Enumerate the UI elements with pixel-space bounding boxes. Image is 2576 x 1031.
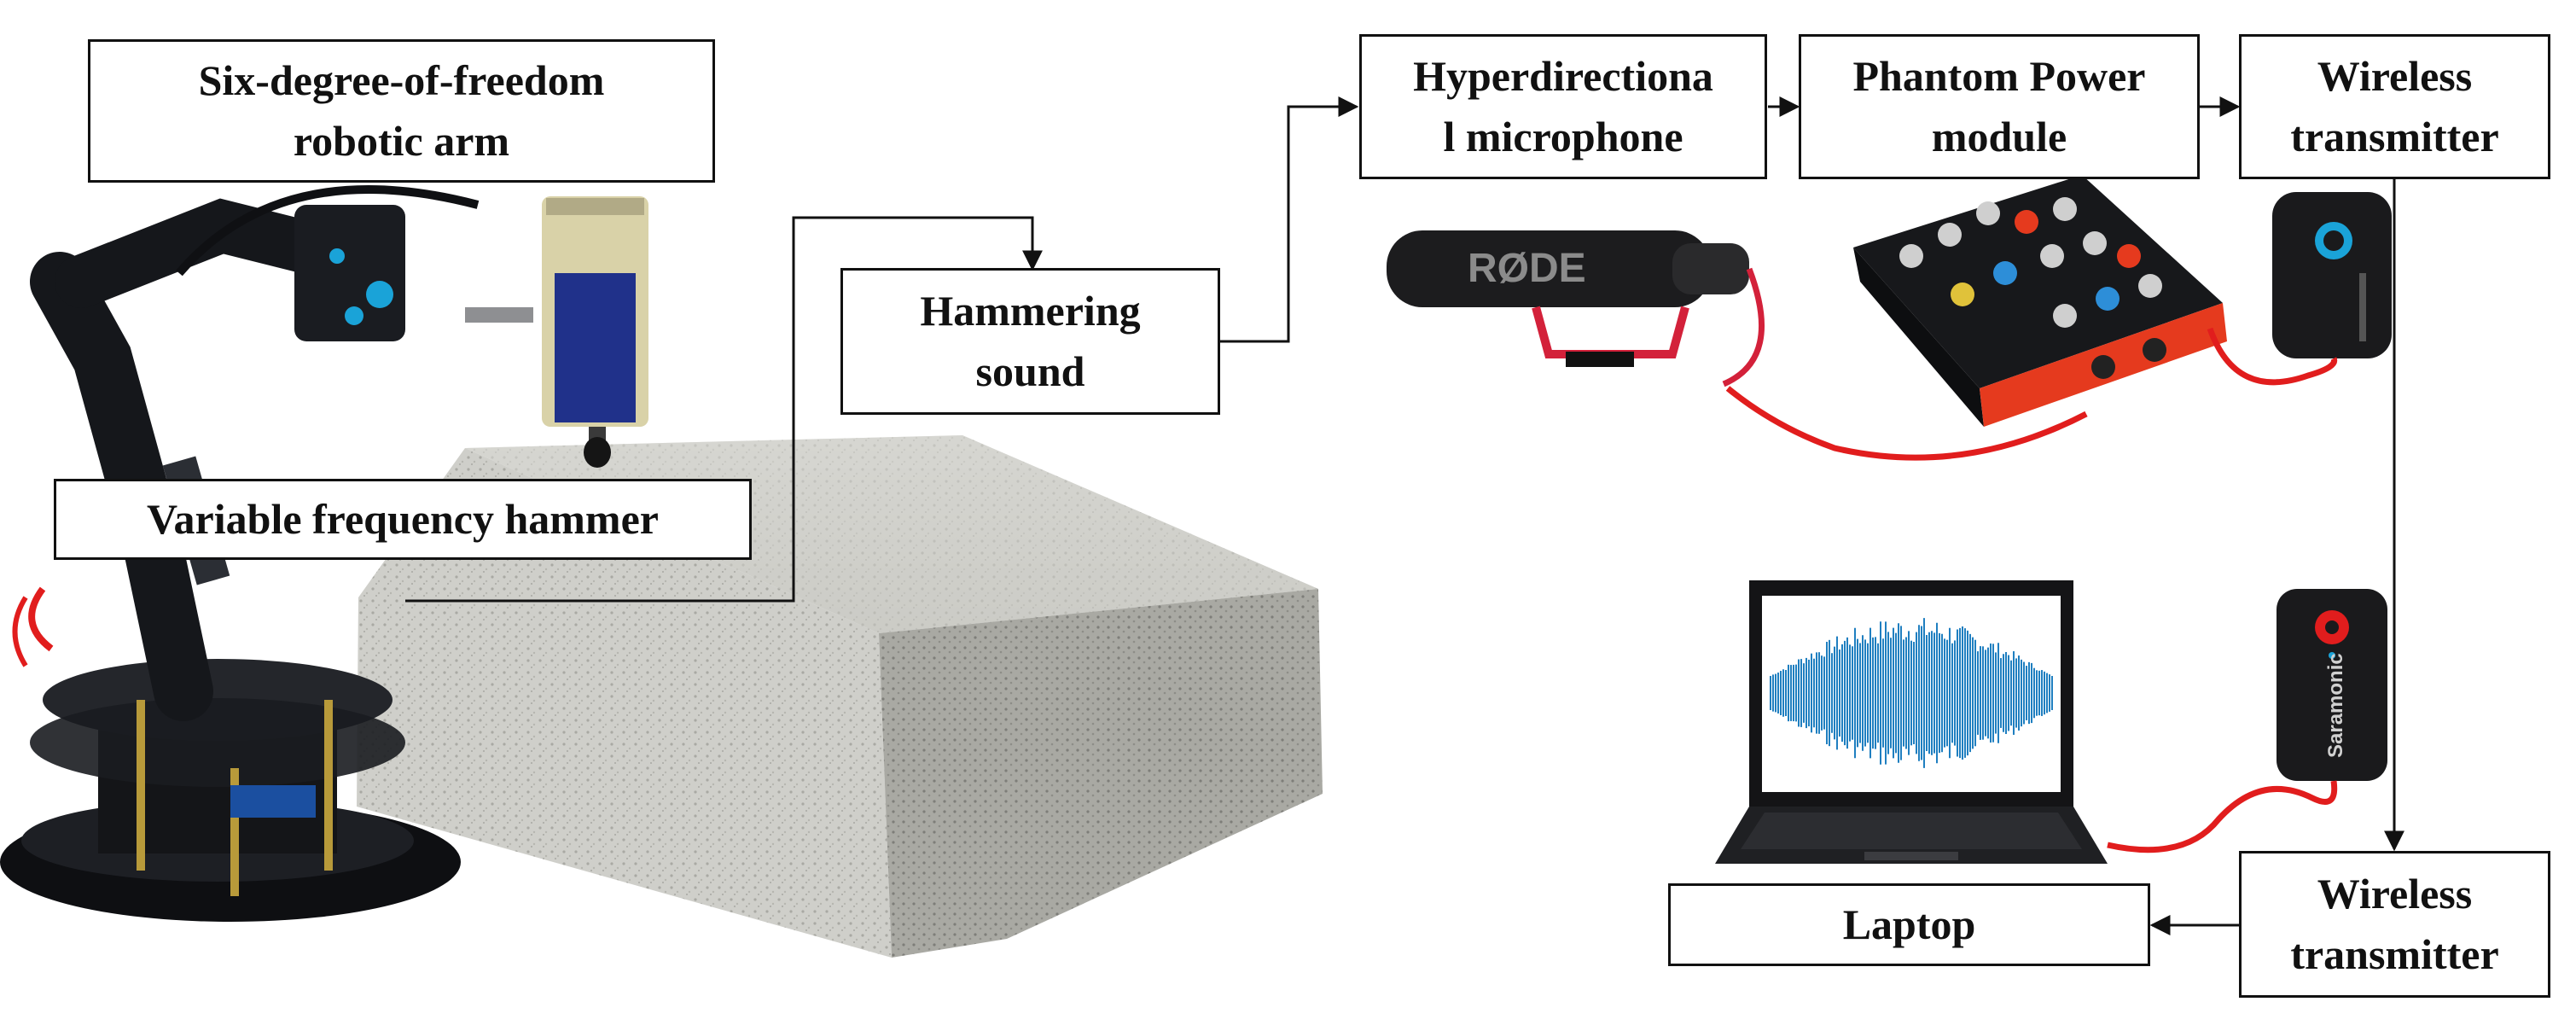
mic-brand-text: RØDE: [1468, 246, 1586, 291]
hammer-to-sound-line: [405, 216, 1043, 603]
hammer-label: Variable frequency hammer: [54, 479, 752, 560]
laptop-label: Laptop: [1668, 883, 2150, 966]
robotic-arm-photo: [0, 185, 648, 922]
laptop-photo: [1715, 580, 2108, 864]
waveform-graphic: [1770, 618, 2053, 768]
transmitter-bottom-photo: Saramonic: [2277, 589, 2387, 781]
audio-cables: [1725, 327, 2338, 853]
microphone-photo: RØDE: [1387, 230, 1765, 387]
connectors: [405, 96, 2404, 935]
receiver-brand-text: Saramonic: [2324, 653, 2347, 758]
concrete-block: [357, 435, 1323, 958]
sound-to-microphone-arrow: [1220, 96, 1359, 343]
transmitter-top-photo: [2272, 192, 2392, 358]
hammer-solenoid: [542, 196, 648, 468]
phantom-power-photo: [1853, 175, 2227, 427]
